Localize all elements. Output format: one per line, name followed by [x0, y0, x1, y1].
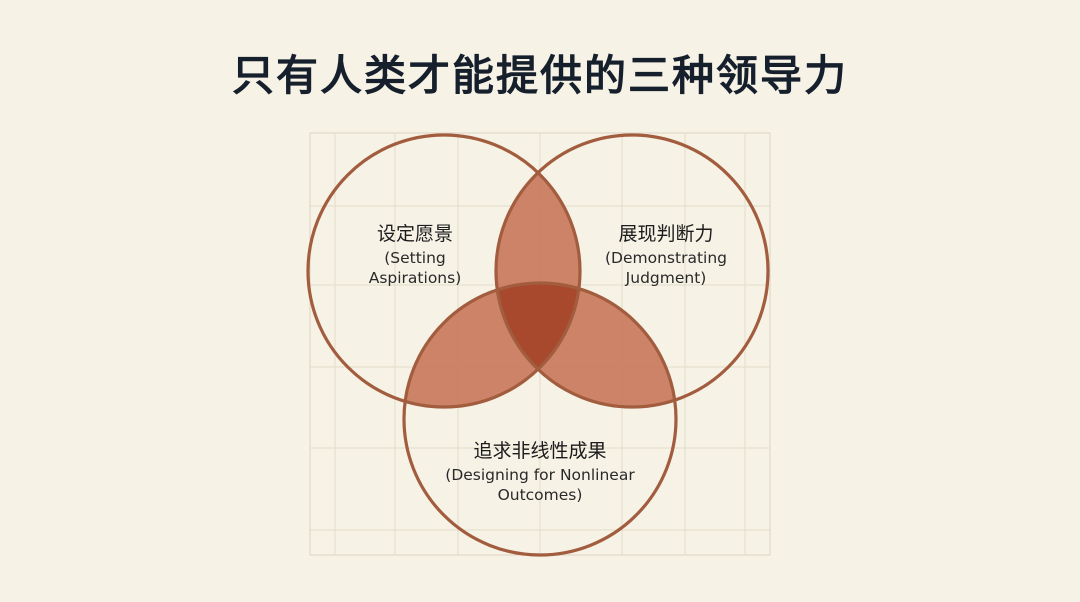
- label-demonstrating-judgment-en-1: (Demonstrating: [605, 249, 727, 267]
- label-nonlinear-outcomes-en-2: Outcomes): [498, 486, 583, 504]
- circle-nonlinear-outcomes: [402, 281, 678, 557]
- label-demonstrating-judgment-cn: 展现判断力: [618, 223, 713, 245]
- label-nonlinear-outcomes-en-1: (Designing for Nonlinear: [445, 466, 635, 484]
- label-setting-aspirations-cn: 设定愿景: [377, 223, 453, 245]
- label-setting-aspirations-en-2: Aspirations): [369, 269, 462, 287]
- circle-setting-aspirations: [306, 133, 582, 409]
- circle-demonstrating-judgment: [494, 133, 770, 409]
- label-setting-aspirations-en-1: (Setting: [384, 249, 446, 267]
- page-title: 只有人类才能提供的三种领导力: [231, 51, 848, 100]
- label-demonstrating-judgment-en-2: Judgment): [625, 269, 707, 287]
- label-nonlinear-outcomes-cn: 追求非线性成果: [473, 440, 606, 462]
- overlap-aspirations-outcomes: [404, 283, 580, 407]
- overlap-judgment-outcomes: [496, 283, 676, 407]
